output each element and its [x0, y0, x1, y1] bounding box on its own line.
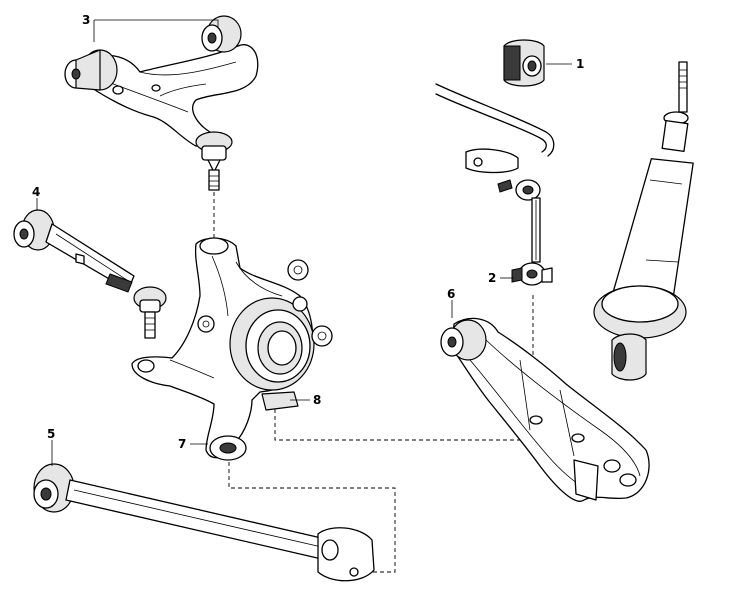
callout-6: 6	[447, 287, 455, 301]
stabilizer-bushing	[503, 39, 545, 87]
callout-3: 3	[82, 13, 90, 27]
callout-leaders	[36, 19, 572, 466]
stabilizer-bar	[435, 83, 555, 174]
callout-2: 2	[488, 271, 496, 285]
toe-control-arm	[13, 209, 167, 339]
callout-5: 5	[47, 427, 55, 441]
callout-1: 1	[576, 57, 584, 71]
callout-4: 4	[32, 185, 40, 199]
trailing-arm	[33, 463, 375, 582]
knuckle-fitting	[261, 391, 299, 411]
upper-control-arm	[64, 15, 259, 191]
callout-8: 8	[313, 393, 321, 407]
shock-absorber	[593, 61, 694, 381]
steering-knuckle	[131, 237, 333, 461]
callout-labels: 1 2 3 4 5 6 7 8	[32, 13, 584, 451]
lower-control-arm	[440, 317, 650, 502]
stabilizer-link	[497, 179, 553, 286]
callout-7: 7	[178, 437, 186, 451]
